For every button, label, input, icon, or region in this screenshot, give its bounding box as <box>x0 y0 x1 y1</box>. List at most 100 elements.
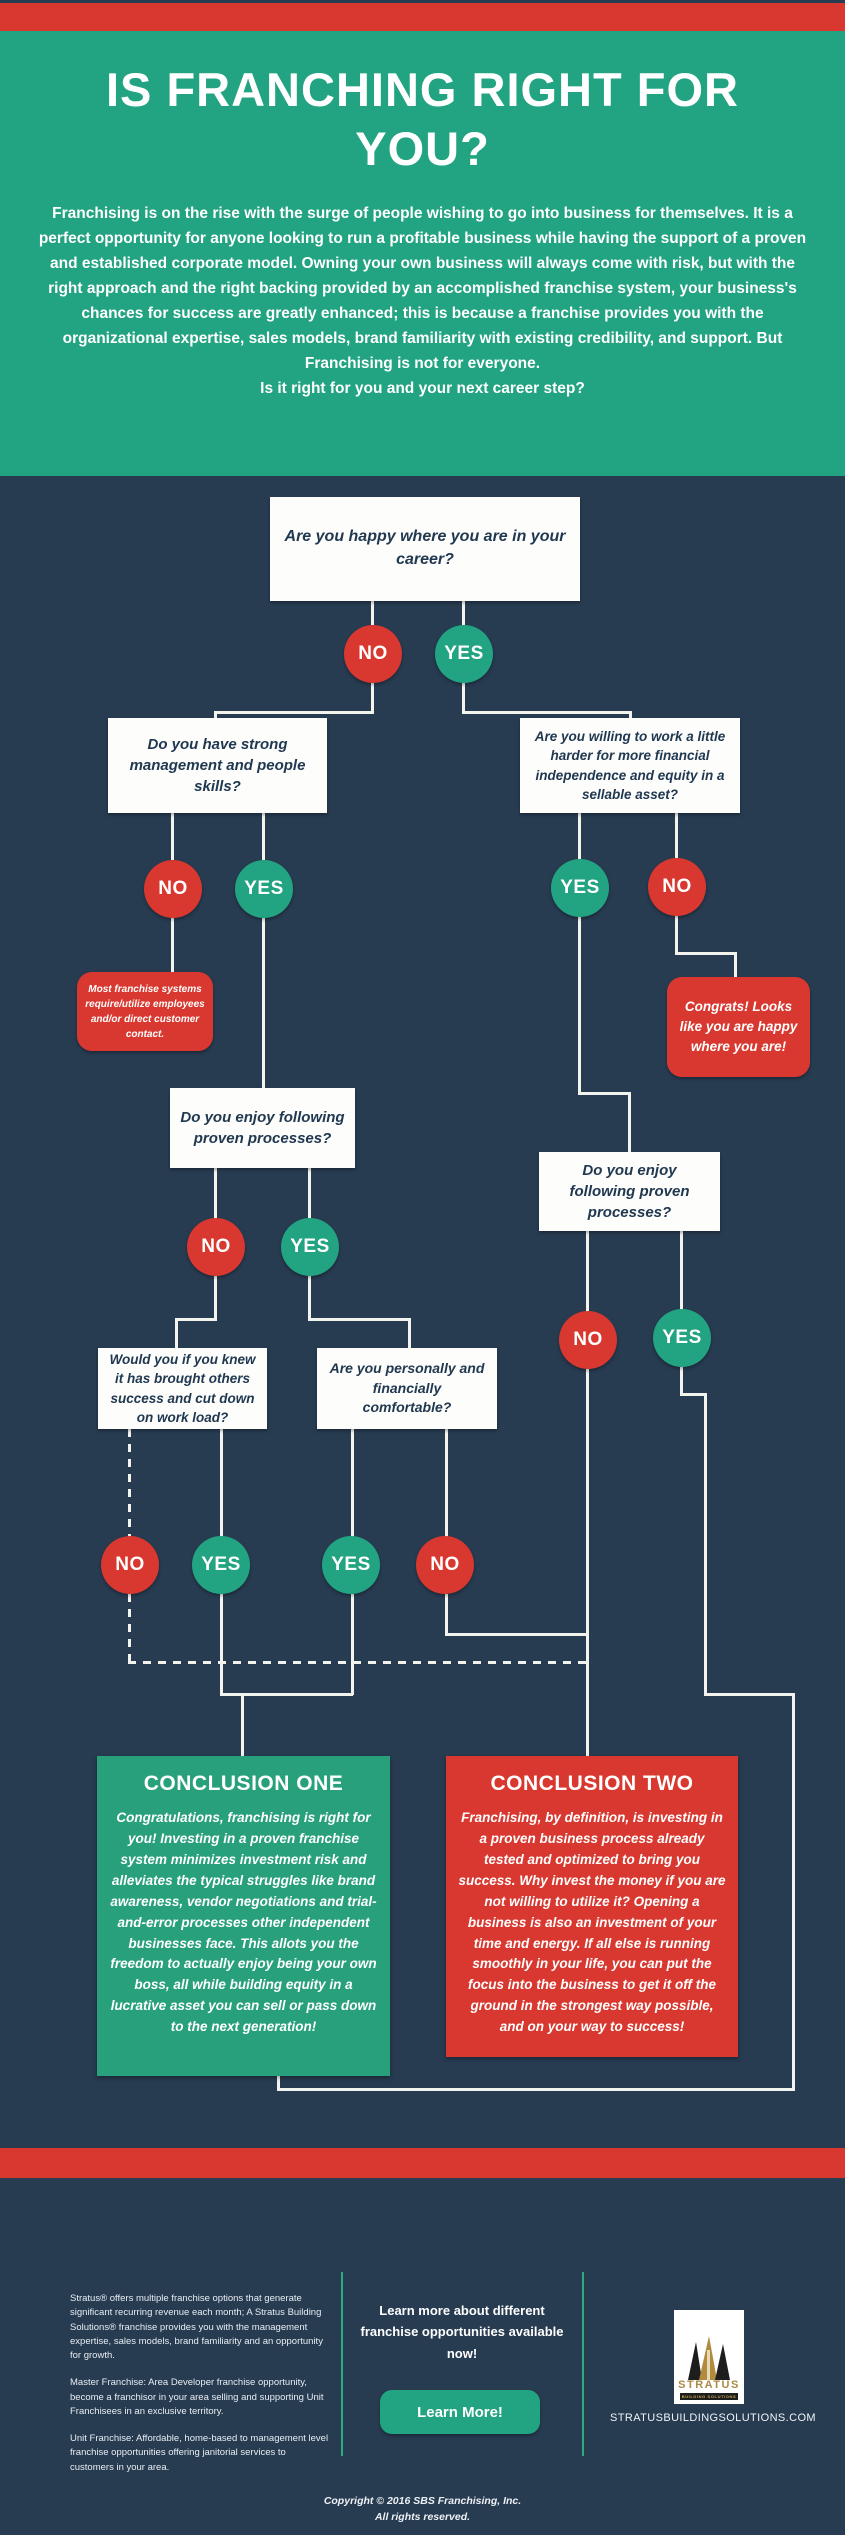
question-proven-processes-right: Do you enjoy following proven processes? <box>539 1152 720 1231</box>
management-yes-circle: YES <box>235 860 293 918</box>
header-section: IS FRANCHING RIGHT FOR YOU? Franchising … <box>0 31 845 476</box>
connector <box>214 1276 217 1321</box>
conclusion-one-title: CONCLUSION ONE <box>143 1772 344 1795</box>
page-title: IS FRANCHING RIGHT FOR YOU? <box>106 63 739 175</box>
connector <box>220 1429 223 1537</box>
processes-left-no-circle: NO <box>187 1218 245 1276</box>
connector <box>675 952 737 955</box>
connector <box>462 683 465 714</box>
career-no-circle: NO <box>344 625 402 683</box>
conclusion-one-body: Congratulations, franchising is right fo… <box>110 1810 377 2035</box>
footer-about-column: Stratus® offers multiple franchise optio… <box>70 2292 332 2488</box>
connector <box>675 916 678 955</box>
connector <box>371 683 374 714</box>
connector <box>351 1594 354 1695</box>
processes-right-no-circle: NO <box>559 1311 617 1369</box>
connector <box>308 1167 311 1219</box>
connector <box>578 1092 631 1095</box>
logo-wordmark: STRATUS <box>678 2379 740 2391</box>
footer-master-franchise-text: Master Franchise: Area Developer franchi… <box>70 2377 324 2417</box>
career-yes-circle: YES <box>435 625 493 683</box>
top-accent-bar <box>0 3 845 31</box>
footer-about-text: Stratus® offers multiple franchise optio… <box>70 2293 323 2361</box>
connector <box>445 1633 589 1636</box>
conclusion-two-body: Franchising, by definition, is investing… <box>458 1810 726 2035</box>
bottom-accent-bar <box>0 2148 845 2178</box>
comfortable-yes-circle: YES <box>322 1536 380 1594</box>
connector <box>704 1693 795 1696</box>
connector <box>578 917 581 1095</box>
connector <box>578 813 581 859</box>
management-no-circle: NO <box>144 860 202 918</box>
connector <box>220 1693 353 1696</box>
connector <box>241 1693 244 1757</box>
connector <box>262 813 265 860</box>
cta-text: Learn more about different franchise opp… <box>360 2303 564 2361</box>
connector <box>462 711 632 714</box>
connector <box>586 1369 589 1758</box>
connector <box>308 1318 411 1321</box>
comfortable-no-circle: NO <box>416 1536 474 1594</box>
connector-dashed <box>128 1594 131 1664</box>
connector <box>262 918 265 1090</box>
connector <box>214 1167 217 1219</box>
connector-dashed <box>128 1429 131 1537</box>
conclusion-one: CONCLUSION ONE Congratulations, franchis… <box>97 1756 390 2076</box>
stratus-logo: STRATUS BUILDING SOLUTIONS <box>674 2310 744 2404</box>
connector <box>175 1318 178 1349</box>
processes-left-yes-circle: YES <box>281 1218 339 1276</box>
connector <box>171 918 174 973</box>
question-work-harder: Are you willing to work a little harder … <box>520 718 740 813</box>
connector <box>214 711 217 721</box>
connector <box>175 1318 217 1321</box>
question-management: Do you have strong management and people… <box>108 718 327 813</box>
copyright-line2: All rights reserved. <box>374 2510 471 2523</box>
connector <box>629 711 632 721</box>
processes-right-yes-circle: YES <box>653 1309 711 1367</box>
intro-question: Is it right for you and your next career… <box>260 380 585 398</box>
conclusion-two: CONCLUSION TWO Franchising, by definitio… <box>446 1756 738 2057</box>
footer-unit-franchise-text: Unit Franchise: Affordable, home-based t… <box>70 2433 329 2473</box>
connector <box>792 1693 795 2091</box>
buildings-icon <box>688 2336 730 2380</box>
logo-subtitle: BUILDING SOLUTIONS <box>679 2393 739 2400</box>
connector <box>445 1594 448 1635</box>
question-would-you: Would you if you knew it has brought oth… <box>98 1348 267 1429</box>
conclusion-two-title: CONCLUSION TWO <box>490 1772 694 1795</box>
would-you-yes-circle: YES <box>192 1536 250 1594</box>
question-comfortable: Are you personally and financially comfo… <box>317 1348 497 1429</box>
connector <box>675 813 678 858</box>
connector <box>445 1429 448 1537</box>
intro-text: Franchising is on the rise with the surg… <box>38 204 807 373</box>
website-link[interactable]: STRATUSBUILDINGSOLUTIONS.COM <box>610 2412 816 2424</box>
connector <box>308 1276 311 1321</box>
connector <box>371 601 374 625</box>
copyright-line1: Copyright © 2016 SBS Franchising, Inc. <box>323 2495 522 2507</box>
connector <box>408 1318 411 1349</box>
connector <box>462 601 465 625</box>
connector <box>704 1393 707 1696</box>
connector <box>277 2088 795 2091</box>
connector <box>734 952 737 978</box>
copyright-text: Copyright © 2016 SBS Franchising, Inc. A… <box>0 2494 845 2526</box>
note-employees: Most franchise systems require/utilize e… <box>77 972 213 1051</box>
would-you-no-circle: NO <box>101 1536 159 1594</box>
connector <box>277 2074 280 2090</box>
connector <box>586 1230 589 1312</box>
footer-divider-left <box>341 2272 343 2456</box>
connector <box>680 1230 683 1310</box>
connector <box>628 1092 631 1153</box>
connector <box>171 813 174 860</box>
connector-dashed <box>128 1661 590 1664</box>
connector <box>220 1594 223 1695</box>
intro-paragraph: Franchising is on the rise with the surg… <box>37 201 809 402</box>
connector <box>351 1429 354 1537</box>
connector <box>680 1367 683 1396</box>
note-congrats: Congrats! Looks like you are happy where… <box>667 977 810 1077</box>
harder-no-circle: NO <box>648 858 706 916</box>
question-career: Are you happy where you are in your care… <box>270 497 580 601</box>
harder-yes-circle: YES <box>551 859 609 917</box>
learn-more-button[interactable]: Learn More! <box>380 2390 540 2434</box>
question-proven-processes-left: Do you enjoy following proven processes? <box>170 1088 355 1168</box>
